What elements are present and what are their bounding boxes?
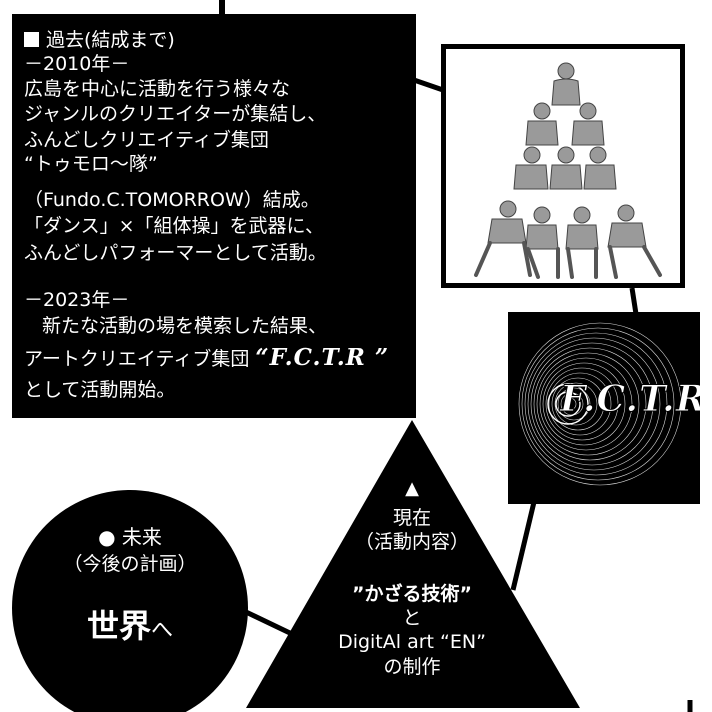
future-main-big: 世界 xyxy=(86,607,151,645)
fctr-logo-box: F.C.T.R xyxy=(508,312,700,504)
past-heading-line: 過去(結成まで) xyxy=(24,28,175,52)
history-2023-line-3: として活動開始。 xyxy=(24,379,176,401)
collective-intro: アートクリエイティブ集団 xyxy=(24,348,250,370)
history-line-3: ふんどしクリエイティブ集団 xyxy=(24,129,269,151)
future-heading-line: ● 未来 xyxy=(12,524,248,550)
history-2023-line-2: アートクリエイティブ集団 “F.C.T.R ” xyxy=(24,346,389,371)
history-line-4: “トゥモロ～隊” xyxy=(24,153,158,175)
triangle-marker-icon: ▲ xyxy=(405,478,419,499)
year-2023-label: －2023年－ xyxy=(24,289,130,311)
future-main-text: 世界へ xyxy=(12,606,248,652)
human-pyramid-illustration xyxy=(474,62,662,279)
present-line-decoration-tech: ”かざる技術” xyxy=(352,583,472,605)
square-bullet-icon xyxy=(24,32,39,47)
history-line-2: ジャンルのクリエイターが集結し、 xyxy=(24,103,327,125)
brand-name: “F.C.T.R ” xyxy=(255,344,390,371)
future-heading: 未来 xyxy=(121,525,162,549)
year-2010-label: －2010年－ xyxy=(24,53,130,75)
present-heading: 現在 xyxy=(392,507,431,529)
fctr-logo-text: F.C.T.R xyxy=(560,378,701,421)
history-2023-line-1: 新たな活動の場を模索した結果、 xyxy=(42,315,328,337)
present-line-production: の制作 xyxy=(383,656,441,678)
history-line-5: （Fundo.C.TOMORROW）結成。 xyxy=(24,189,320,211)
present-subheading: （活動内容） xyxy=(354,531,469,553)
logo-triangle-connector xyxy=(510,501,537,591)
present-line-and: と xyxy=(402,607,422,629)
present-line-digital-art: DigitAl art “EN” xyxy=(338,631,486,653)
history-line-1: 広島を中心に活動を行う様々な xyxy=(24,78,291,100)
group-photo-frame xyxy=(441,44,685,288)
spiral-pattern-icon xyxy=(518,322,682,486)
photo-logo-connector xyxy=(629,287,639,315)
past-section-box: 過去(結成まで) －2010年－ 広島を中心に活動を行う様々な ジャンルのクリエ… xyxy=(12,14,416,418)
history-line-6: 「ダンス」×「組体操」を武器に、 xyxy=(24,215,324,237)
history-line-7: ふんどしパフォーマーとして活動。 xyxy=(24,242,327,264)
future-main-small: へ xyxy=(151,618,174,643)
future-subheading: （今後の計画） xyxy=(63,553,197,575)
future-section-circle: ● 未来 （今後の計画） 世界へ xyxy=(12,490,248,712)
circle-marker-icon: ● xyxy=(98,525,116,549)
human-pyramid-photo xyxy=(446,49,680,283)
past-photo-connector xyxy=(413,77,444,93)
circle-triangle-connector xyxy=(244,609,294,637)
past-heading: 過去(結成まで) xyxy=(46,29,175,51)
